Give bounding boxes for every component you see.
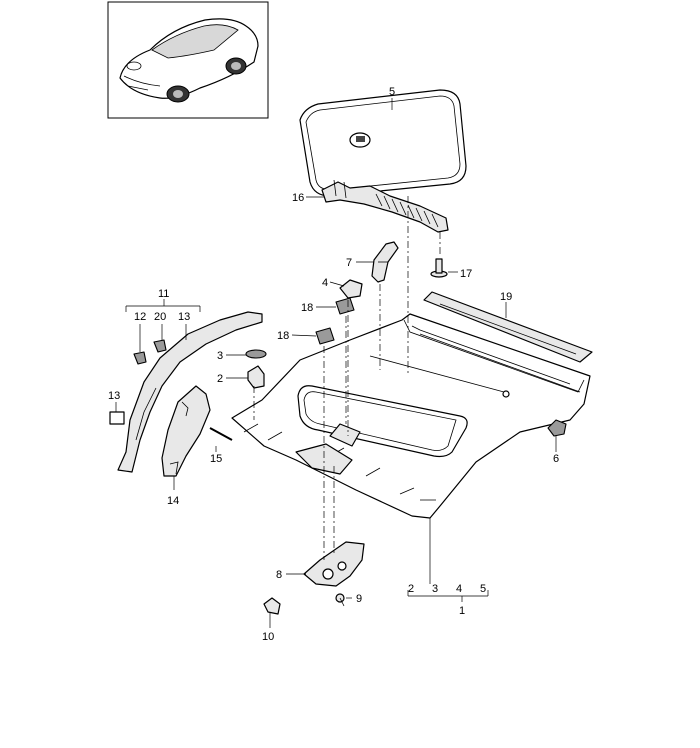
clip-part-18-upper — [335, 297, 355, 315]
label-3-left: 3 — [217, 350, 223, 362]
clip-part-18-lower — [315, 327, 335, 345]
bracket-part-7 — [371, 241, 399, 283]
screw-part-9 — [335, 593, 345, 607]
pin-part-15 — [209, 427, 233, 441]
label-10: 10 — [262, 631, 274, 643]
label-1: 1 — [459, 605, 465, 617]
label-18-upper: 18 — [301, 302, 313, 314]
label-5-bottom: 5 — [480, 583, 486, 595]
label-4-top: 4 — [322, 277, 328, 289]
clip-part-12 — [133, 351, 147, 365]
clip-part-20 — [153, 339, 167, 353]
pillar-trim-part-11 — [117, 311, 263, 473]
label-4-bottom: 4 — [456, 583, 462, 595]
label-6: 6 — [553, 453, 559, 465]
headliner-part — [231, 313, 591, 519]
label-11: 11 — [158, 288, 169, 300]
clip-part-6 — [547, 419, 567, 437]
clip-part-2 — [247, 365, 265, 389]
alignment-lines — [253, 196, 441, 560]
label-13-left: 13 — [108, 390, 120, 402]
seal-frame-part — [299, 89, 467, 197]
leader-lines — [115, 98, 557, 628]
label-18-lower: 18 — [277, 330, 289, 342]
label-2-left: 2 — [217, 373, 223, 385]
label-14: 14 — [167, 495, 179, 507]
label-5-top: 5 — [389, 86, 395, 98]
bracket-part-8 — [303, 541, 365, 587]
screw-part-17 — [430, 258, 448, 278]
label-8: 8 — [276, 569, 282, 581]
label-9: 9 — [356, 593, 362, 605]
label-20: 20 — [154, 311, 166, 323]
clip-part-4 — [339, 279, 363, 299]
label-19: 19 — [500, 291, 512, 303]
label-3-bottom: 3 — [432, 583, 438, 595]
strip-part-19 — [423, 291, 593, 363]
label-2-bottom: 2 — [408, 583, 414, 595]
clip-part-10 — [263, 597, 281, 615]
label-12: 12 — [134, 311, 146, 323]
label-7: 7 — [346, 257, 352, 269]
label-17: 17 — [460, 268, 472, 280]
label-15: 15 — [210, 453, 222, 465]
vehicle-thumbnail — [107, 1, 269, 119]
pad-part-13 — [109, 411, 125, 425]
label-13-top: 13 — [178, 311, 190, 323]
guide-rail-part — [321, 179, 449, 233]
callout-labels: 5 16 7 17 4 19 18 18 3 2 11 12 20 13 13 … — [108, 86, 559, 643]
washer-part-3 — [245, 349, 267, 359]
label-16: 16 — [292, 192, 304, 204]
pillar-cover-part-14 — [161, 385, 211, 477]
